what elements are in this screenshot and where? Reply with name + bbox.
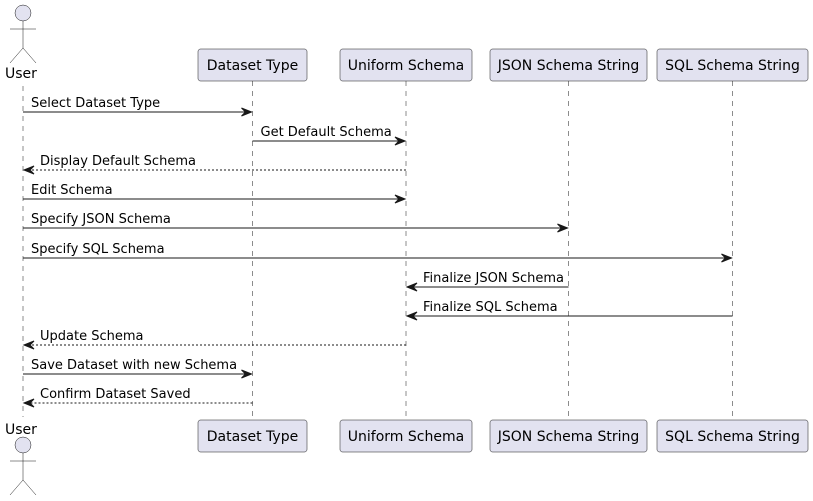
message-6: Finalize JSON Schema	[405, 271, 569, 292]
message-2: Display Default Schema	[22, 154, 406, 175]
message-5: Specify SQL Schema	[23, 242, 733, 263]
message-label: Get Default Schema	[261, 125, 392, 140]
arrowhead-icon	[405, 282, 418, 292]
participant-dataset_type-top: Dataset Type	[197, 48, 308, 82]
participant-uniform_schema-bottom: Uniform Schema	[339, 419, 473, 453]
actor-right-leg-icon	[22, 479, 37, 496]
arrowhead-icon	[394, 136, 407, 146]
message-label: Finalize SQL Schema	[423, 300, 558, 315]
arrowhead-icon	[241, 107, 253, 117]
participant-json_schema_string-bottom: JSON Schema String	[489, 419, 648, 453]
actor-left-leg-icon	[9, 47, 24, 64]
actor-head-icon	[14, 4, 32, 22]
participant-uniform_schema-top: Uniform Schema	[339, 48, 473, 82]
participant-label: Dataset Type	[207, 429, 298, 445]
actor-head-icon	[14, 436, 32, 454]
participant-label: Dataset Type	[207, 58, 298, 74]
message-label: Specify SQL Schema	[31, 242, 165, 257]
participant-box	[197, 48, 308, 82]
arrowhead-icon	[557, 223, 569, 233]
message-4: Specify JSON Schema	[23, 212, 569, 233]
message-label: Save Dataset with new Schema	[31, 358, 237, 373]
participant-box	[656, 419, 809, 453]
participant-dataset_type-bottom: Dataset Type	[197, 419, 308, 453]
actor-left-leg-icon	[9, 479, 24, 496]
participant-label: Uniform Schema	[348, 58, 464, 74]
message-0: Select Dataset Type	[23, 96, 253, 117]
message-3: Edit Schema	[23, 183, 407, 204]
arrowhead-icon	[241, 369, 253, 379]
message-label: Display Default Schema	[40, 154, 196, 169]
actor-label: User	[5, 66, 37, 82]
arrowhead-icon	[721, 253, 733, 263]
message-10: Confirm Dataset Saved	[22, 387, 253, 408]
participant-label: JSON Schema String	[497, 429, 639, 445]
participant-sql_schema_string-top: SQL Schema String	[656, 48, 809, 82]
participant-box	[339, 48, 473, 82]
participant-box	[656, 48, 809, 82]
actor-label: User	[5, 422, 37, 438]
arrowhead-icon	[22, 340, 35, 350]
participant-json_schema_string-top: JSON Schema String	[489, 48, 648, 82]
message-8: Update Schema	[22, 329, 406, 350]
message-7: Finalize SQL Schema	[405, 300, 733, 321]
message-label: Specify JSON Schema	[31, 212, 171, 227]
participant-box	[489, 48, 648, 82]
message-label: Select Dataset Type	[31, 96, 160, 111]
participant-box	[339, 419, 473, 453]
participant-label: JSON Schema String	[497, 58, 639, 74]
participant-label: SQL Schema String	[665, 429, 800, 445]
arrowhead-icon	[22, 398, 35, 408]
actor-user-top: User	[5, 4, 37, 82]
participant-label: SQL Schema String	[665, 58, 800, 74]
arrowhead-icon	[405, 311, 418, 321]
actor-user-bottom: User	[5, 422, 37, 496]
arrowhead-icon	[394, 194, 407, 204]
participant-box	[197, 419, 308, 453]
participant-sql_schema_string-bottom: SQL Schema String	[656, 419, 809, 453]
message-label: Update Schema	[40, 329, 143, 344]
message-label: Edit Schema	[31, 183, 113, 198]
participant-label: Uniform Schema	[348, 429, 464, 445]
message-label: Finalize JSON Schema	[423, 271, 564, 286]
message-9: Save Dataset with new Schema	[23, 358, 253, 379]
message-label: Confirm Dataset Saved	[40, 387, 191, 402]
message-1: Get Default Schema	[252, 125, 407, 146]
participant-box	[489, 419, 648, 453]
actor-right-leg-icon	[22, 47, 37, 64]
arrowhead-icon	[22, 165, 35, 175]
